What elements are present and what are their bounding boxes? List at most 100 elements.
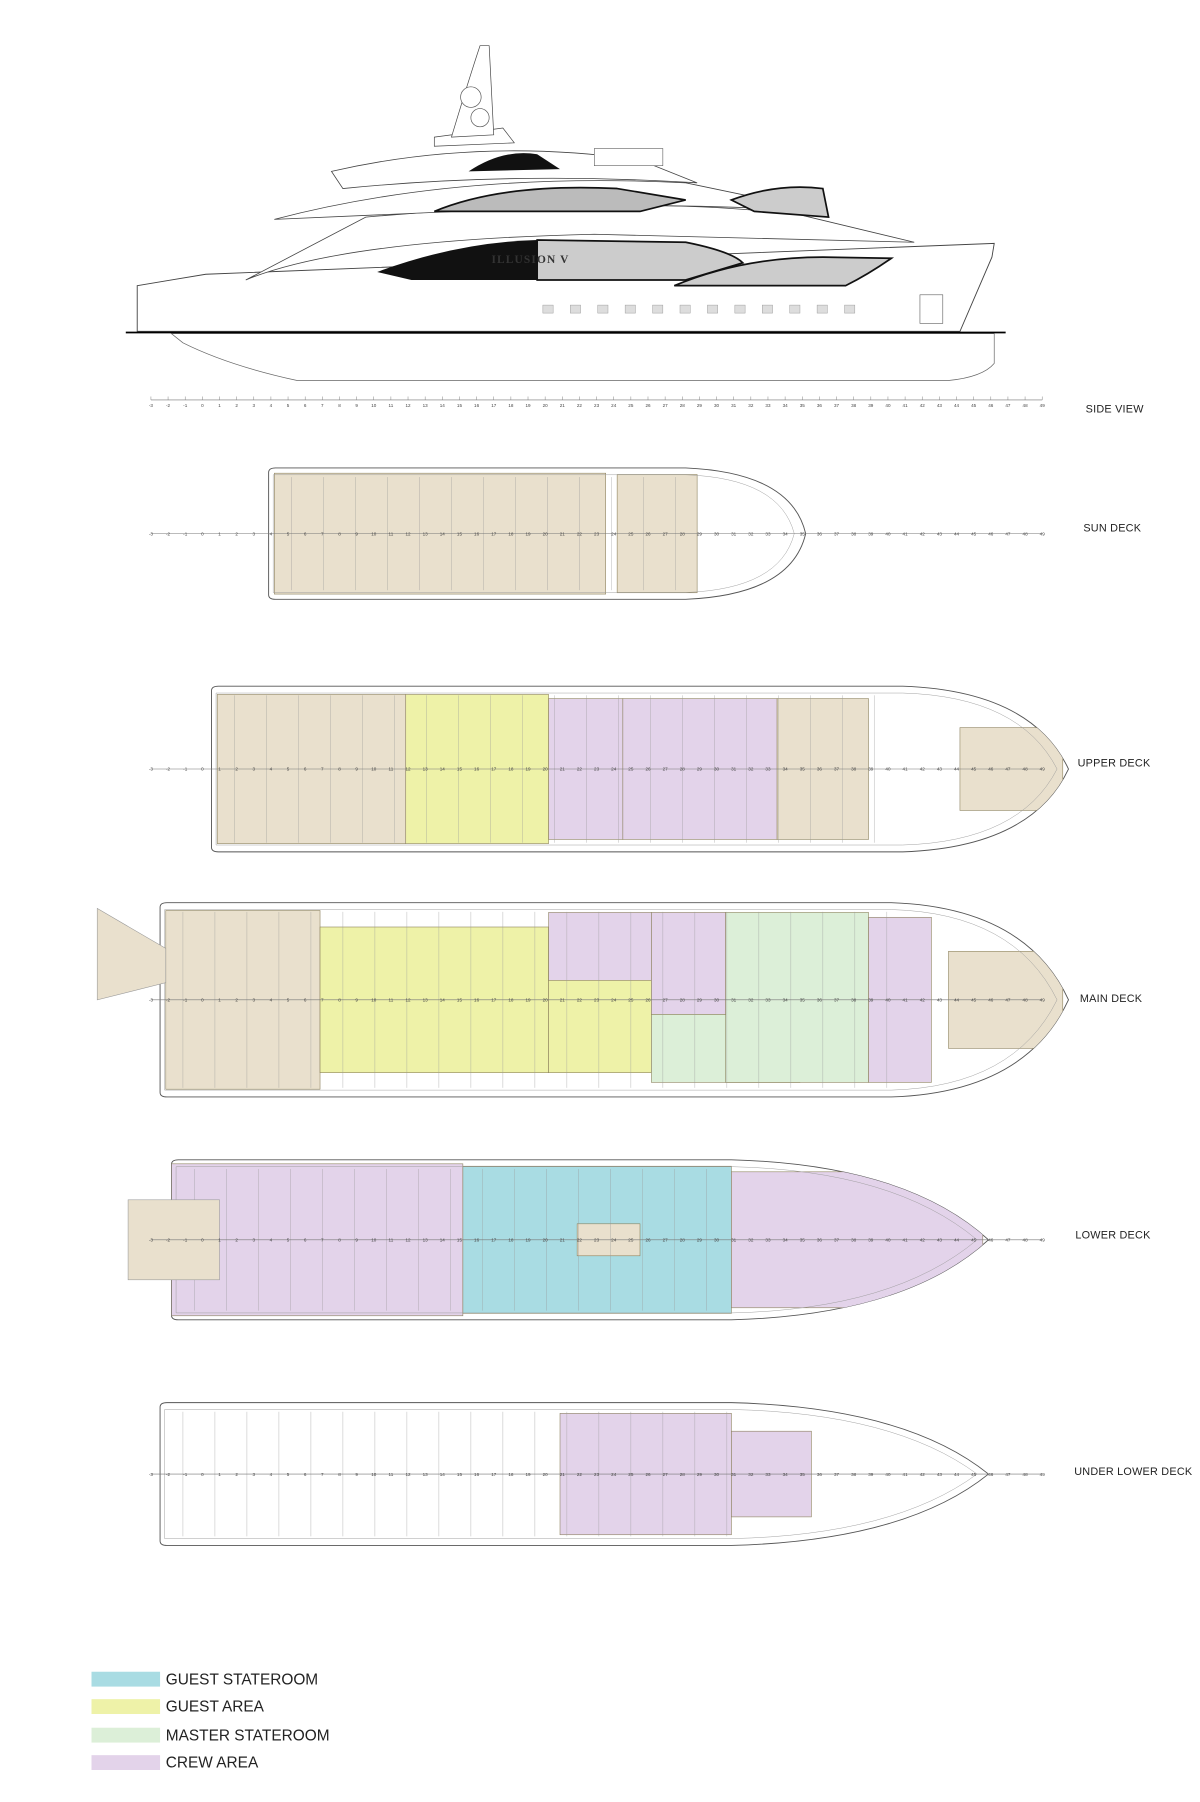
frame-number: 31 [731,767,737,772]
swim-platform [96,907,167,1001]
frame-number: 43 [937,998,943,1003]
frame-number: 25 [628,403,634,408]
frame-number: 42 [920,531,926,536]
hull-porthole [816,304,828,314]
frame-number: 0 [201,998,204,1003]
frame-number: 18 [508,1238,514,1243]
frame-number: 37 [834,531,840,536]
frame-number: 45 [971,403,977,408]
frame-number: 37 [834,998,840,1003]
frame-number: 11 [389,1472,394,1477]
frame-number: 36 [817,531,823,536]
frame-number: 0 [201,1238,204,1243]
upper-windows [433,186,686,213]
frame-number: 20 [543,998,549,1003]
frame-number: 26 [645,531,651,536]
frame-number: 3 [252,1238,255,1243]
frame-number: 16 [474,1238,480,1243]
frame-number: 9 [355,1472,358,1477]
frame-number: 15 [457,998,463,1003]
frame-number: 19 [525,1472,531,1477]
frame-number: -3 [149,1238,154,1243]
main-deck-bulwark [164,909,1058,1091]
frame-number: 36 [817,767,823,772]
frame-number: 5 [287,1472,290,1477]
frame-number: 22 [577,1238,583,1243]
frame-number: 15 [457,531,463,536]
frame-number: 34 [783,767,789,772]
frame-number: 18 [508,403,514,408]
frame-number: 6 [304,531,307,536]
frame-number: 30 [714,998,720,1003]
radome-icon [470,108,490,128]
frame-number: 4 [270,1472,273,1477]
frame-number: 45 [971,531,977,536]
frame-number: 27 [663,767,669,772]
frame-number: -2 [166,403,171,408]
hull-porthole [570,304,581,314]
frame-number: -1 [183,403,188,408]
frame-number: 6 [304,767,307,772]
frame-number: 9 [355,1238,358,1243]
frame-number: 18 [508,1472,514,1477]
frame-number: 0 [201,1472,204,1477]
frame-number: 29 [697,403,703,408]
hull-porthole [652,304,664,314]
frame-number: 11 [389,531,394,536]
frame-number: 22 [577,403,583,408]
frame-number: 26 [645,998,651,1003]
frame-number: 20 [543,1238,549,1243]
frame-number: 21 [560,767,566,772]
frame-number: 46 [988,998,994,1003]
frame-number: 41 [903,998,909,1003]
frame-number: 26 [645,767,651,772]
radome-icon [460,86,482,108]
frame-number: 40 [885,1238,891,1243]
frame-number: 29 [697,998,703,1003]
frame-number: 11 [389,998,394,1003]
frame-number: 29 [697,531,703,536]
frame-number: 33 [765,1238,771,1243]
frame-number: 43 [937,1238,943,1243]
hull-porthole [597,304,609,314]
legend-label: MASTER STATEROOM [166,1727,330,1744]
frame-number: 5 [287,767,290,772]
frame-number: 20 [543,767,549,772]
frame-number: 21 [560,1472,566,1477]
zone-master-stateroom [725,912,869,1083]
frame-number: 28 [680,531,686,536]
frame-number: 40 [885,403,891,408]
frame-number: 35 [800,1472,806,1477]
frame-number: 27 [663,403,669,408]
frame-number: 24 [611,1238,617,1243]
frame-number: 17 [491,767,497,772]
frame-number: 12 [405,767,411,772]
frame-number: 32 [748,1238,754,1243]
label-side-view: SIDE VIEW [1086,404,1145,416]
frame-number: 37 [834,1472,840,1477]
frame-number: 33 [765,998,771,1003]
frame-number: 42 [920,1238,926,1243]
frame-number: 48 [1023,531,1029,536]
frame-number: 34 [783,1472,789,1477]
frame-number: 1 [218,998,221,1003]
frame-number: 3 [252,403,255,408]
frame-number: 7 [321,403,324,408]
frame-number: 13 [423,1472,429,1477]
frame-number: 8 [338,767,341,772]
hull-porthole [542,304,554,314]
label-main-deck: MAIN DECK [1080,993,1143,1005]
frame-number: 28 [680,998,686,1003]
frame-number: -1 [183,531,188,536]
frame-number: 21 [560,531,566,536]
frame-number: 49 [1040,1238,1046,1243]
frame-number: 29 [697,1472,703,1477]
zone-pantry [548,912,652,981]
frame-number: 5 [287,531,290,536]
frame-number: 44 [954,1238,960,1243]
frame-number: 22 [577,998,583,1003]
frame-number: 35 [800,767,806,772]
